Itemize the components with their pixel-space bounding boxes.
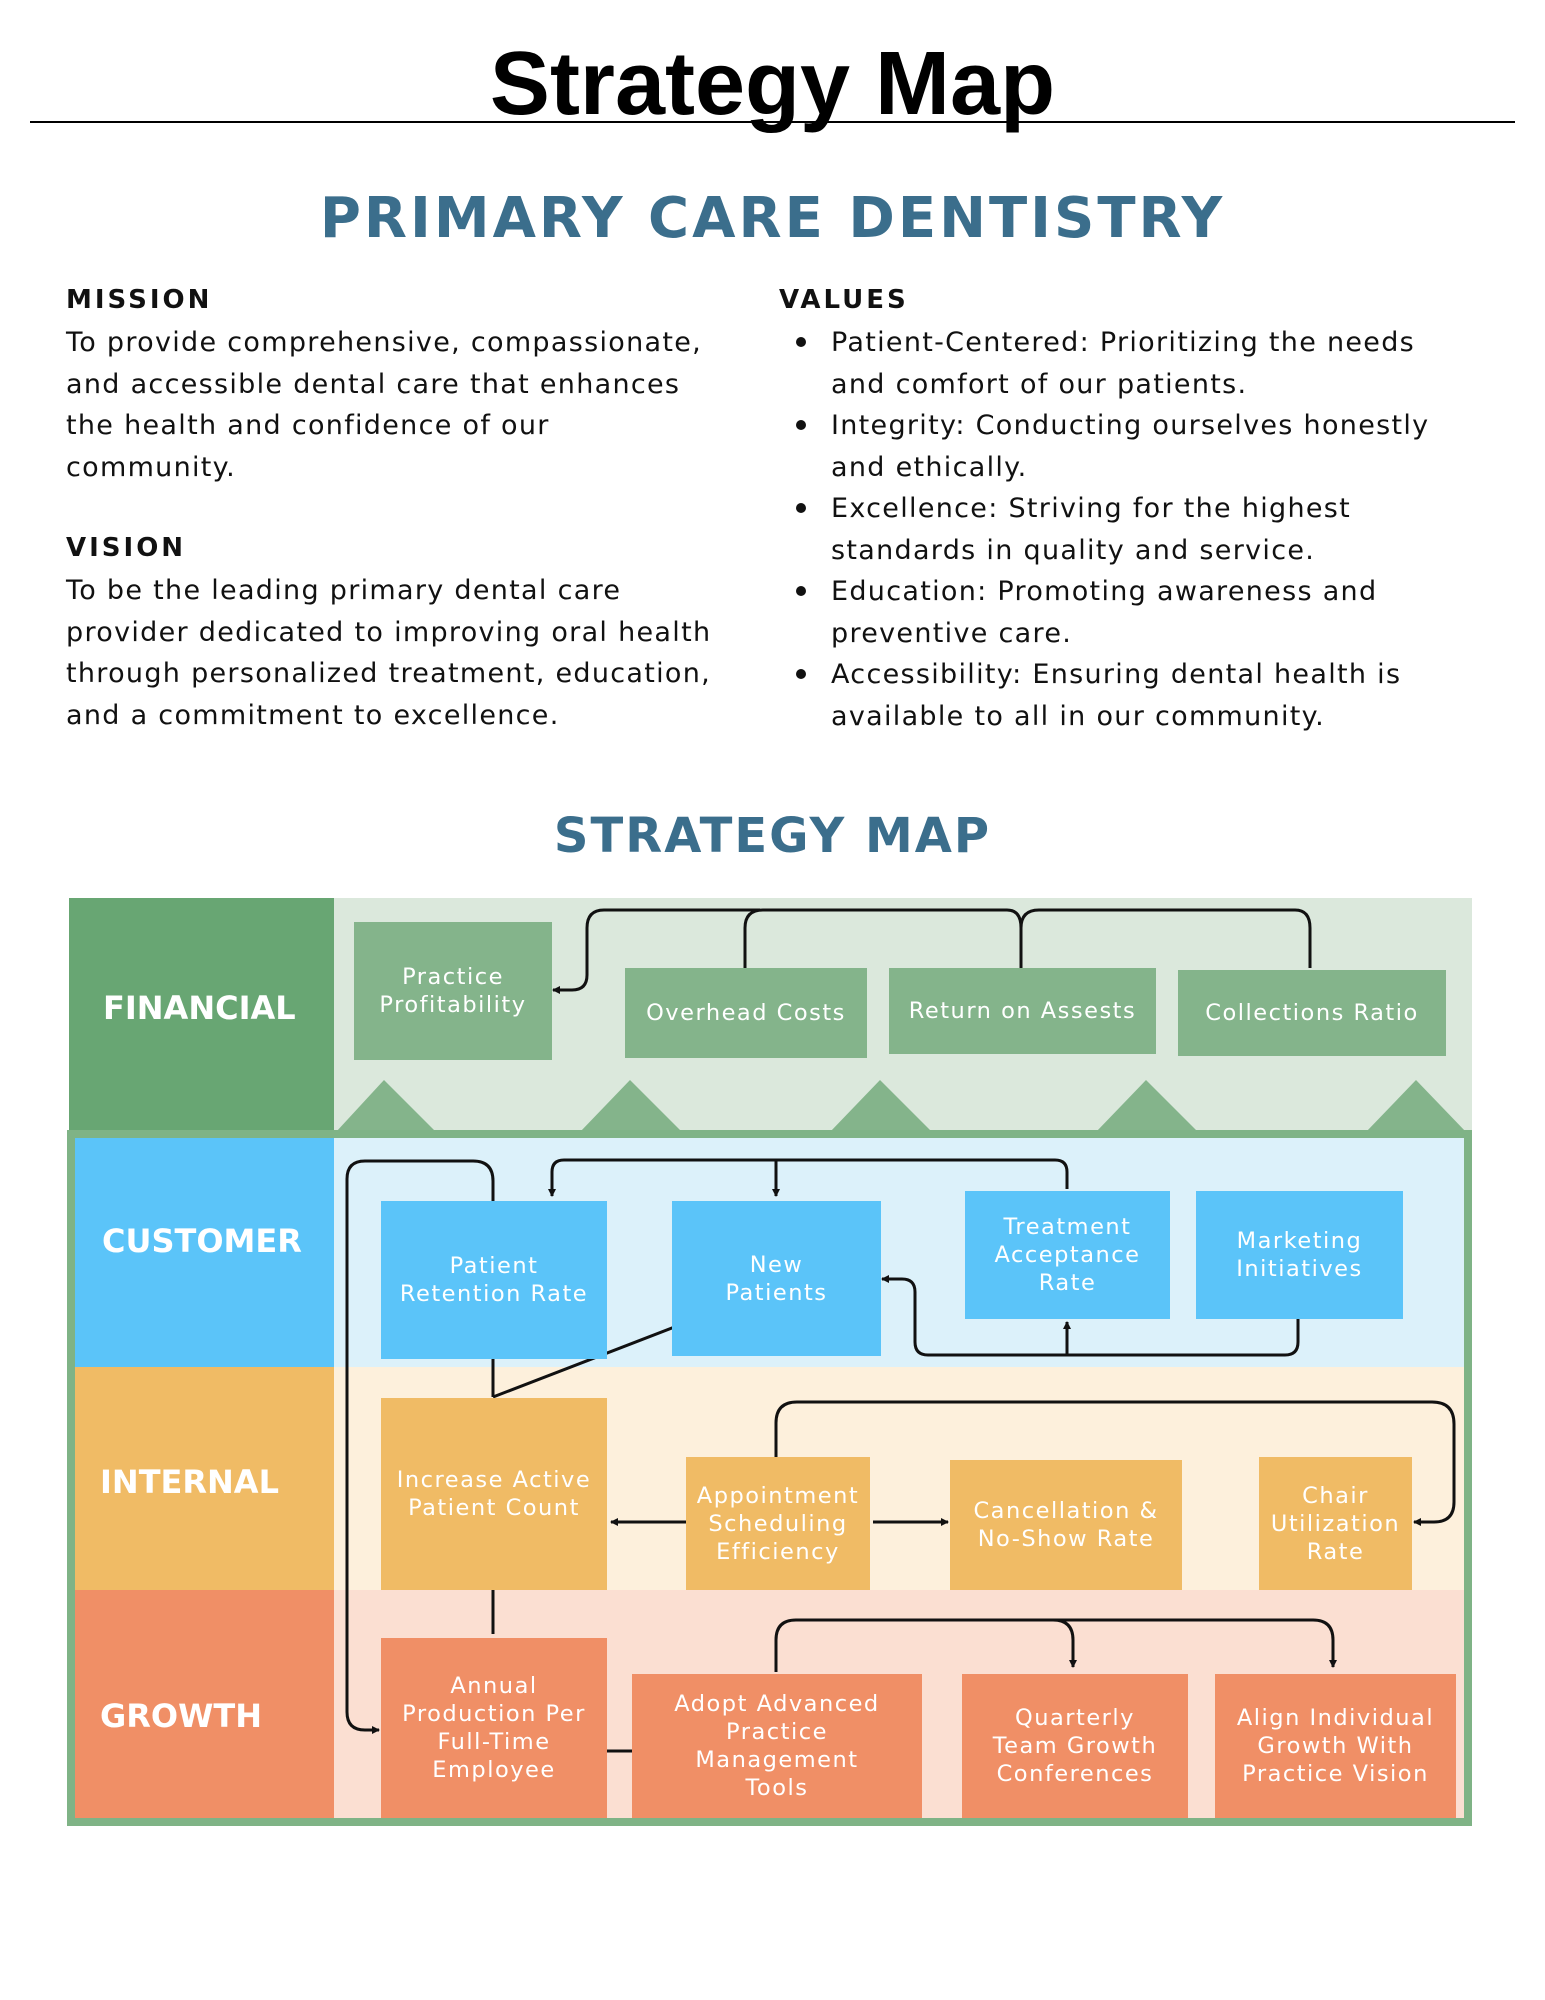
organization-name: PRIMARY CARE DENTISTRY	[319, 186, 1226, 251]
financial-lane-header	[69, 898, 334, 1136]
value-item: Patient-Centered: Prioritizing the needs…	[779, 322, 1509, 405]
growth-lane-header	[75, 1590, 334, 1818]
financial-connectors	[552, 908, 1312, 994]
internal-lane-label: INTERNAL	[100, 1463, 279, 1501]
cancellation-no-show-rate-box: Cancellation &No-Show Rate	[950, 1460, 1182, 1590]
value-item: Integrity: Conducting ourselves honestly…	[779, 405, 1509, 488]
mission-line: To provide comprehensive, compassionate,	[66, 327, 703, 358]
mission-line: and accessible dental care that enhances	[66, 368, 681, 400]
growth-lane-label: GROWTH	[100, 1697, 263, 1735]
value-item: Accessibility: Ensuring dental health is…	[779, 654, 1509, 737]
vision-line: To be the leading primary dental care	[66, 575, 622, 606]
mission-heading: MISSION	[66, 285, 213, 315]
vision-text: To be the leading primary dental care pr…	[66, 570, 766, 736]
value-item: Education: Promoting awareness and preve…	[779, 571, 1509, 654]
internal-lane-header	[75, 1367, 334, 1590]
return-on-assets-box: Return on Assests	[889, 968, 1156, 1054]
mission-line: the health and confidence of our	[66, 410, 550, 441]
financial-lane-label: FINANCIAL	[103, 989, 296, 1027]
vision-heading: VISION	[66, 533, 187, 563]
page-title: Strategy Map	[489, 34, 1056, 134]
vision-line: through personalized treatment, educatio…	[66, 658, 712, 689]
arrow-up-shape	[336, 1080, 436, 1132]
customer-lane-header	[75, 1138, 334, 1367]
customer-connectors	[548, 1158, 1300, 1357]
vision-line: provider dedicated to improving oral hea…	[66, 616, 712, 648]
value-item: Excellence: Striving for the highest sta…	[779, 488, 1509, 571]
customer-lane-label: CUSTOMER	[102, 1222, 302, 1260]
arrow-up-shape	[580, 1080, 682, 1132]
collections-ratio-box: Collections Ratio	[1178, 970, 1446, 1056]
strategy-map-heading: STRATEGY MAP	[553, 808, 992, 864]
values-heading: VALUES	[779, 285, 909, 315]
mission-text: To provide comprehensive, compassionate,…	[66, 322, 746, 488]
vision-line: and a commitment to excellence.	[66, 699, 560, 731]
arrow-up-shape	[1366, 1080, 1466, 1132]
arrow-up-shape	[830, 1080, 932, 1132]
strategy-map-frame	[67, 1130, 1472, 1826]
values-list: Patient-Centered: Prioritizing the needs…	[779, 322, 1509, 737]
mission-line: community.	[66, 451, 236, 483]
overhead-costs-box: Overhead Costs	[625, 968, 867, 1058]
arrow-up-shape	[1096, 1080, 1198, 1132]
title-divider	[30, 121, 1515, 123]
